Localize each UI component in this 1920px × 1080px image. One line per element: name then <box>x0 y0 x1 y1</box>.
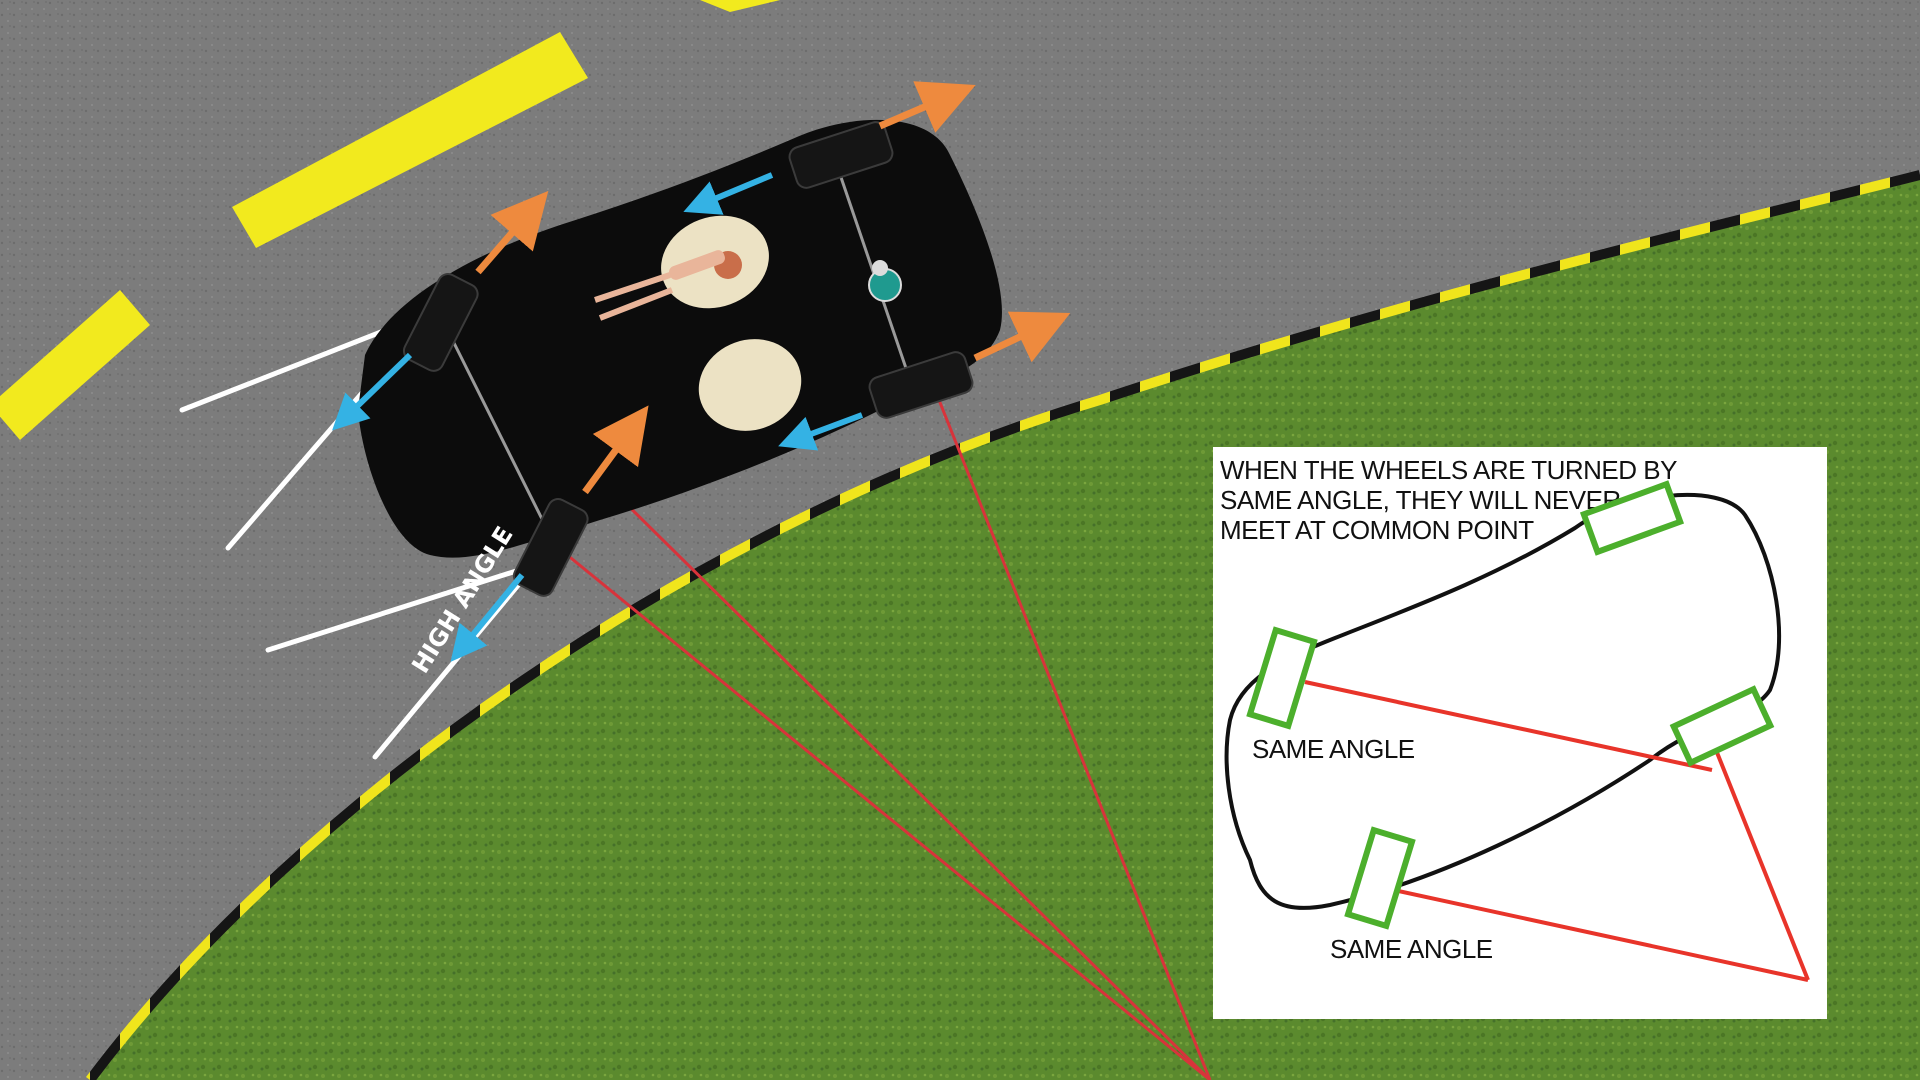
inset-wheel-icon <box>1246 626 1318 730</box>
driver-icon <box>594 250 742 321</box>
inset-same-angle-bottom: SAME ANGLE <box>1330 934 1493 964</box>
inset-wheel-icon <box>1669 685 1775 767</box>
wheel-icon <box>402 273 479 372</box>
lane-markings <box>0 0 780 440</box>
inset-caption-line-3: MEET AT COMMON POINT <box>1220 515 1534 545</box>
seat-icon <box>698 339 802 431</box>
inset-caption-line-1: WHEN THE WHEELS ARE TURNED BY <box>1220 455 1677 485</box>
inset-diagram: WHEN THE WHEELS ARE TURNED BY SAME ANGLE… <box>1213 447 1827 1019</box>
wheel-icon <box>788 121 894 189</box>
curb-stripe <box>86 170 1920 1080</box>
wheel-icon <box>512 498 589 597</box>
car <box>358 119 1002 597</box>
inset-wheel-icon <box>1344 826 1416 930</box>
steering-column-icon <box>868 260 902 302</box>
inset-red-lines <box>1304 680 1810 982</box>
rear-axle <box>443 324 557 546</box>
inset-same-angle-top: SAME ANGLE <box>1252 734 1415 764</box>
inset-caption-line-2: SAME ANGLE, THEY WILL NEVER <box>1220 485 1621 515</box>
blue-force-arrow <box>332 172 864 662</box>
wheel-icon <box>868 351 974 419</box>
car-body <box>358 119 1002 558</box>
front-axle <box>828 144 912 381</box>
inset-wheel-icon <box>1579 480 1685 556</box>
orange-force-arrow <box>475 81 1071 495</box>
